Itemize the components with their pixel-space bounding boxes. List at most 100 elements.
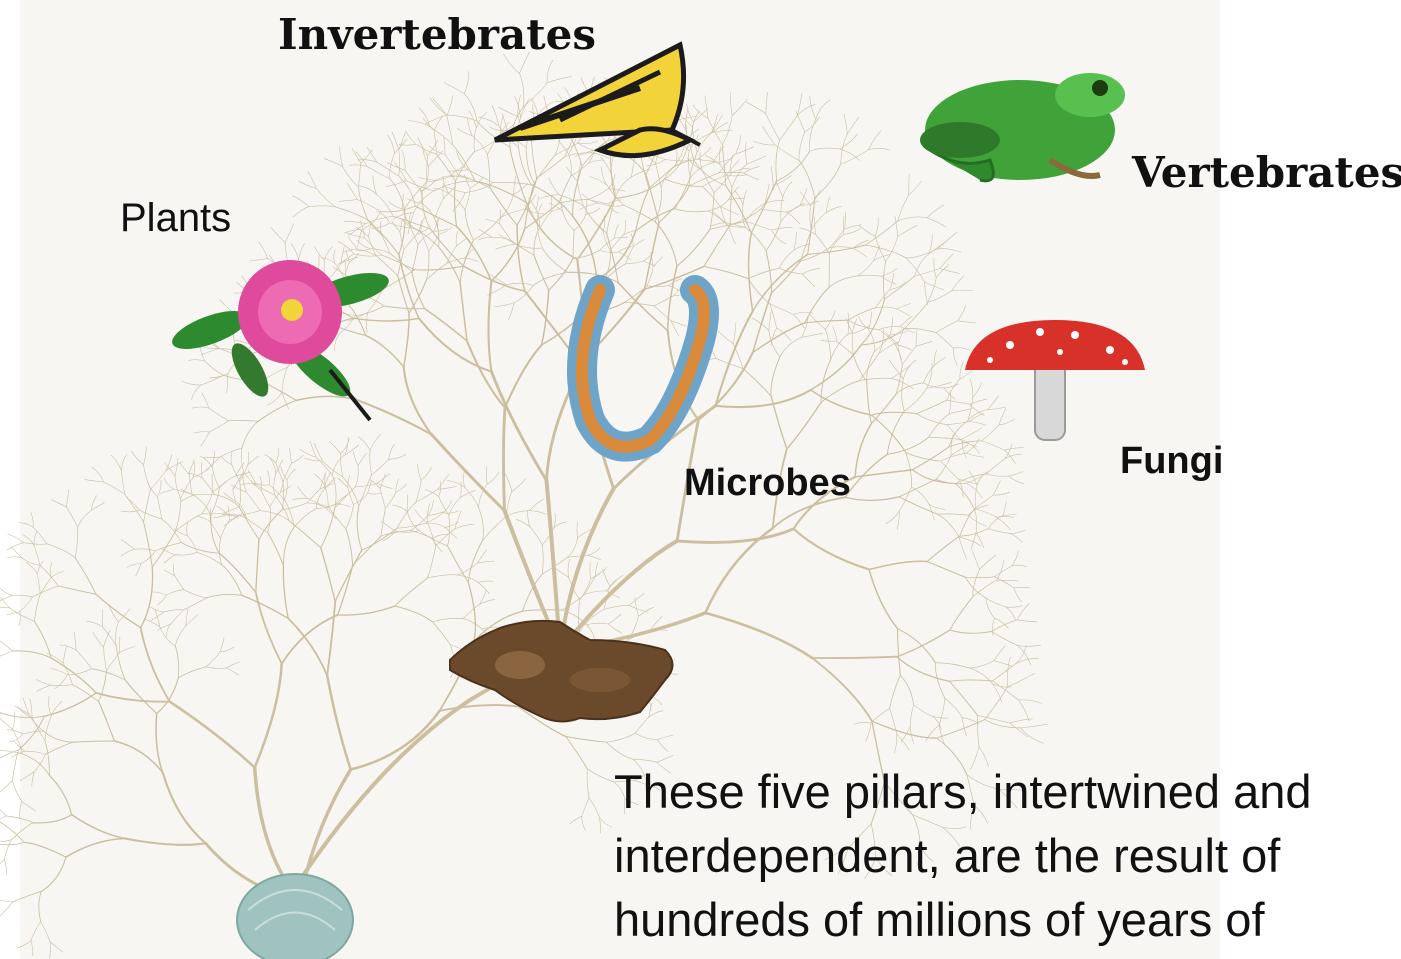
- tree-branch: [975, 485, 977, 508]
- tree-branch: [255, 664, 282, 768]
- tree-branch: [506, 511, 529, 517]
- tree-branch: [355, 466, 358, 487]
- tree-branch: [166, 590, 184, 596]
- tree-branch: [205, 361, 224, 375]
- tree-branch: [802, 274, 814, 287]
- tree-branch: [743, 369, 771, 396]
- tree-branch: [675, 147, 677, 166]
- tree-branch: [636, 209, 675, 231]
- tree-branch: [716, 390, 811, 407]
- tree-branch: [447, 115, 477, 121]
- tree-branch: [1, 588, 13, 595]
- tree-branch: [800, 201, 819, 205]
- tree-branch: [826, 329, 831, 359]
- tree-branch: [293, 196, 309, 207]
- tree-branch: [999, 408, 1006, 425]
- tree-branch: [487, 472, 499, 484]
- tree-branch: [250, 258, 268, 261]
- tree-branch: [282, 503, 307, 510]
- tree-branch: [316, 457, 332, 475]
- tree-branch: [624, 221, 626, 235]
- tree-branch: [268, 533, 284, 567]
- tree-branch: [665, 179, 703, 187]
- tree-branch: [359, 475, 372, 506]
- tree-branch: [141, 551, 155, 564]
- tree-branch: [228, 506, 230, 521]
- tree-branch: [636, 189, 649, 232]
- tree-branch: [411, 515, 428, 530]
- tree-branch: [231, 451, 232, 464]
- tree-branch: [980, 555, 996, 569]
- tree-branch: [985, 720, 1021, 728]
- tree-branch: [743, 190, 747, 206]
- tree-branch: [438, 475, 449, 490]
- tree-branch: [41, 922, 50, 942]
- tree-branch: [258, 400, 296, 421]
- tree-branch: [635, 598, 638, 617]
- tree-branch: [601, 157, 611, 172]
- tree-branch: [619, 247, 632, 252]
- tree-branch: [587, 769, 613, 782]
- tree-branch: [988, 516, 1003, 529]
- tree-branch: [4, 840, 11, 859]
- tree-branch: [92, 496, 97, 511]
- tree-branch: [771, 396, 787, 449]
- tree-branch: [567, 538, 578, 557]
- tree-branch: [591, 570, 605, 579]
- tree-branch: [573, 230, 574, 258]
- tree-branch: [567, 167, 578, 181]
- tree-branch: [474, 218, 501, 240]
- tree-branch: [362, 528, 397, 550]
- tree-branch: [787, 402, 821, 449]
- tree-branch: [934, 350, 937, 366]
- caption-line: These five pillars, intertwined and: [614, 760, 1394, 824]
- tree-branch: [710, 223, 725, 227]
- tree-branch: [677, 529, 793, 543]
- tree-branch: [121, 471, 124, 495]
- tree-branch: [859, 354, 878, 381]
- tree-branch: [355, 483, 377, 486]
- tree-branch: [12, 547, 22, 558]
- tree-branch: [283, 463, 292, 481]
- tree-branch: [516, 519, 530, 527]
- tree-branch: [49, 775, 71, 814]
- tree-branch: [587, 769, 589, 798]
- tree-branch: [607, 742, 634, 759]
- tree-branch: [164, 462, 175, 476]
- tree-branch: [184, 598, 208, 610]
- tree-branch: [772, 230, 786, 244]
- tree-branch: [610, 235, 623, 251]
- tree-branch: [0, 781, 12, 796]
- tree-branch: [995, 618, 1009, 628]
- tree-branch: [900, 316, 912, 326]
- tree-branch: [12, 781, 22, 802]
- tree-branch: [927, 205, 944, 218]
- tree-branch: [419, 178, 436, 181]
- tree-branch: [1012, 565, 1026, 566]
- tree-branch: [879, 342, 900, 354]
- tree-branch: [72, 815, 125, 839]
- tree-branch: [677, 229, 710, 266]
- tree-branch: [404, 367, 432, 434]
- tree-branch: [427, 575, 457, 578]
- tree-branch: [554, 514, 556, 529]
- tree-branch: [909, 181, 922, 195]
- tree-branch: [875, 307, 896, 309]
- tree-branch: [885, 276, 915, 299]
- tree-branch: [359, 437, 371, 451]
- tree-branch: [381, 206, 416, 212]
- tree-branch: [859, 225, 875, 237]
- tree-branch: [348, 184, 358, 200]
- tree-branch: [243, 475, 246, 492]
- tree-branch: [866, 723, 871, 741]
- tree-branch: [570, 816, 582, 824]
- tree-branch: [598, 203, 624, 206]
- tree-branch: [991, 620, 1017, 632]
- tree-branch: [1009, 472, 1024, 477]
- tree-branch: [399, 144, 416, 145]
- tree-branch: [455, 511, 461, 529]
- tree-branch: [949, 409, 972, 414]
- tree-branch: [775, 145, 799, 161]
- tree-branch: [435, 198, 444, 218]
- tree-branch: [986, 474, 1008, 476]
